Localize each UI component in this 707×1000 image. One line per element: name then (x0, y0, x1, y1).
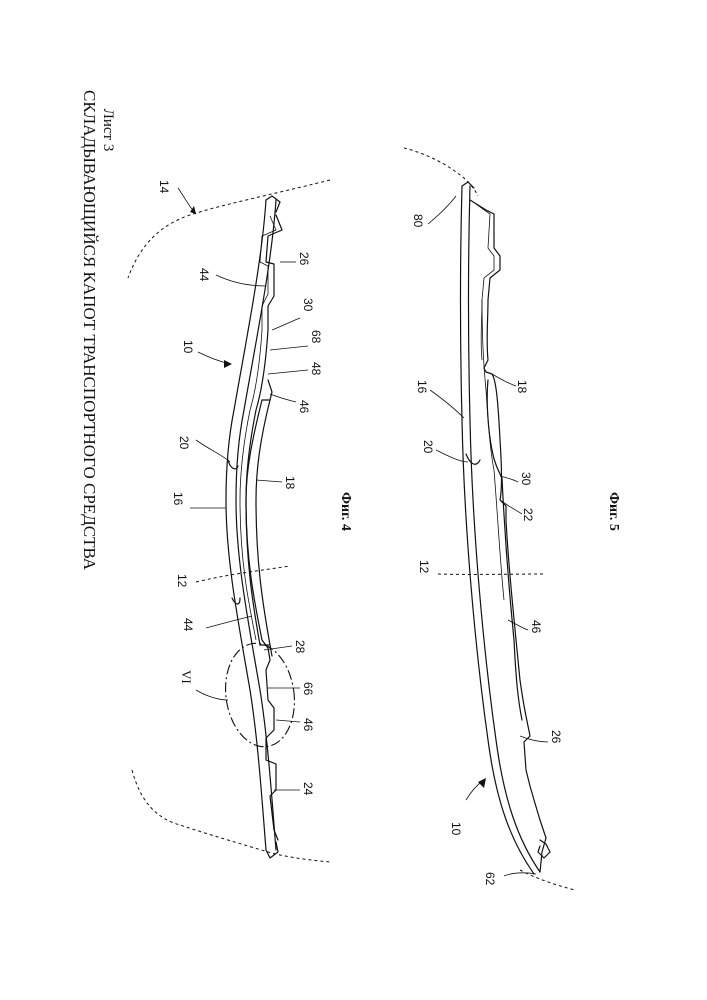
label-30-fig5: 30 (519, 472, 533, 486)
label-44-top: 44 (197, 268, 211, 282)
label-18-fig4: 18 (283, 476, 297, 490)
leader-44-bottom (206, 616, 252, 628)
label-30-fig4: 30 (301, 298, 315, 312)
label-68: 68 (309, 330, 323, 344)
sheet-number: Лист 3 (100, 109, 116, 152)
leader-20-fig4 (196, 440, 230, 462)
label-12-fig5: 12 (417, 560, 431, 574)
label-46-top: 46 (297, 400, 311, 414)
sheet-title: СКЛАДЫВАЮЩИЙСЯ КАПОТ ТРАНСПОРТНОГО СРЕДС… (80, 90, 99, 571)
leader-vi (196, 690, 228, 700)
beam-upper-step (262, 380, 272, 400)
leader-46-bottom (276, 720, 300, 722)
vehicle-body-outline-bottom (132, 770, 330, 862)
label-80: 80 (411, 214, 425, 228)
section-line-12 (196, 566, 290, 582)
hood-inner-panel-edge (240, 216, 276, 640)
leader-44-top (216, 275, 266, 286)
detail-circle-vi (219, 639, 301, 751)
leader-30-fig4 (272, 318, 300, 330)
figure-5-caption: Фиг. 5 (606, 492, 621, 531)
leader-18-fig4 (256, 480, 282, 482)
fig5-bottom-hook (538, 840, 550, 858)
leader-68 (270, 346, 308, 350)
leader-46-top (270, 394, 296, 402)
label-22: 22 (521, 508, 535, 522)
label-62: 62 (483, 872, 497, 886)
label-46-bottom: 46 (301, 718, 315, 732)
label-26-fig5: 26 (549, 730, 563, 744)
label-10-fig4: 10 (181, 340, 195, 354)
label-16-fig4: 16 (171, 492, 185, 506)
hood-top-hem (266, 196, 280, 212)
leader-46-fig5 (508, 620, 528, 630)
fig5-hood-outer-edge (469, 186, 541, 872)
label-26-fig4: 26 (297, 252, 311, 266)
beam-lower-step (260, 645, 272, 656)
label-12-fig4: 12 (175, 574, 189, 588)
label-44-bottom: 44 (181, 618, 195, 632)
label-24: 24 (301, 782, 315, 796)
label-66: 66 (301, 682, 315, 696)
leader-80 (428, 196, 456, 224)
label-vi: VI (179, 670, 194, 684)
figure-4-caption: Фиг. 4 (338, 492, 353, 531)
label-46-fig5: 46 (529, 620, 543, 634)
label-20-fig4: 20 (177, 436, 191, 450)
fig5-hood-inner (470, 200, 546, 872)
sheet-header: СКЛАДЫВАЮЩИЙСЯ КАПОТ ТРАНСПОРТНОГО СРЕДС… (80, 90, 116, 571)
fig5-reinforcement (487, 380, 522, 720)
label-48: 48 (309, 362, 323, 376)
label-10-fig5: 10 (449, 822, 463, 836)
fig5-hood-inner-edge (476, 204, 494, 360)
label-16-fig5: 16 (415, 380, 429, 394)
fig5-bump-20 (466, 454, 480, 464)
reinforcement-beam-18 (256, 400, 270, 645)
reinforcement-beam-44 (246, 400, 262, 645)
leader-48 (268, 370, 308, 374)
arrow-10-fig5 (478, 778, 486, 788)
leader-16-fig5 (430, 390, 464, 418)
fig5-hood-outer (461, 186, 535, 874)
figure-5: 80 16 18 20 30 22 12 46 26 10 62 Фиг. 5 (404, 148, 621, 890)
arrow-10-fig4 (224, 360, 232, 368)
label-28: 28 (293, 640, 307, 654)
hood-bump-lower (232, 598, 240, 604)
label-14: 14 (157, 180, 171, 194)
label-20-fig5: 20 (421, 440, 435, 454)
fig5-body-outline-top (404, 148, 478, 196)
label-18-fig5: 18 (515, 380, 529, 394)
figure-4: 14 10 26 44 30 68 48 46 20 18 16 12 44 2… (128, 180, 353, 862)
